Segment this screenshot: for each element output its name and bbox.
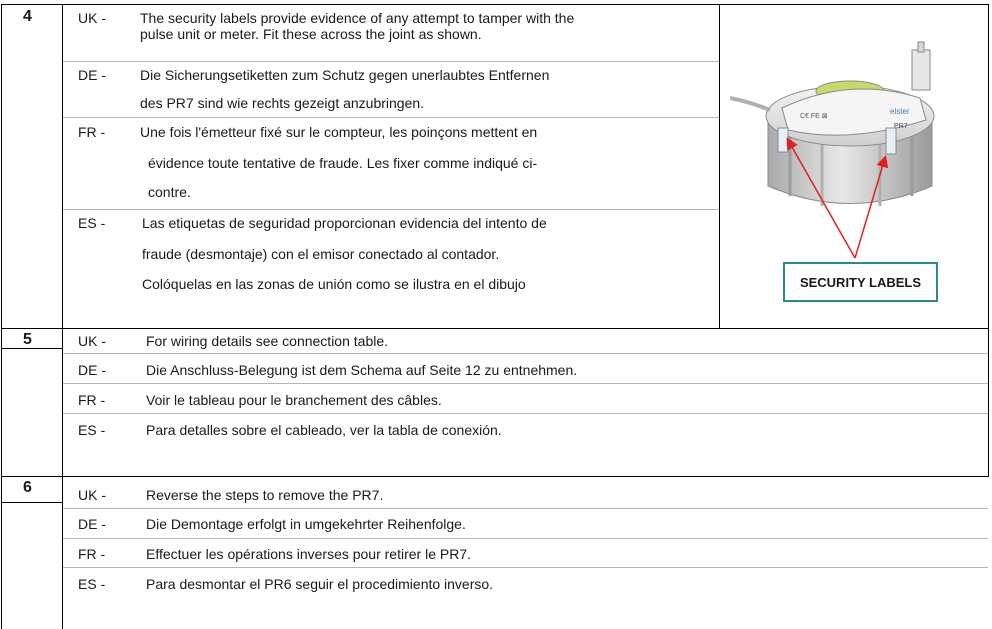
step-5-number-cell-bottom xyxy=(1,348,62,349)
language-code-de: DE - xyxy=(78,67,106,83)
language-code-uk: UK - xyxy=(78,333,106,349)
svg-text:PR7: PR7 xyxy=(894,123,908,130)
number-column-divider xyxy=(62,4,63,629)
step-4-fr-text: contre. xyxy=(148,184,191,200)
step-5-separator xyxy=(63,353,988,354)
step-6-de-text: Die Demontage erfolgt in umgekehrter Rei… xyxy=(146,516,466,532)
step-4-fr-text: évidence toute tentative de fraude. Les … xyxy=(148,155,538,171)
step-4-separator xyxy=(63,209,719,210)
step-4-uk-text: pulse unit or meter. Fit these across th… xyxy=(140,26,482,42)
step-4-uk-text: The security labels provide evidence of … xyxy=(140,10,575,26)
step-6-separator xyxy=(63,567,988,568)
step-4-fr-text: Une fois l'émetteur fixé sur le compteur… xyxy=(140,124,538,140)
step-6-separator xyxy=(63,508,988,509)
step-6-separator xyxy=(63,538,988,539)
step-4-separator xyxy=(63,117,719,118)
step-6-fr-text: Effectuer les opérations inverses pour r… xyxy=(146,546,472,562)
table-top-border xyxy=(1,4,989,5)
language-code-de: DE - xyxy=(78,362,106,378)
step-4-de-text: des PR7 sind wie rechts gezeigt anzubrin… xyxy=(140,95,425,111)
step-4-es-text: Colóquelas en las zonas de unión como se… xyxy=(142,276,526,292)
security-labels-callout: SECURITY LABELS xyxy=(783,262,938,302)
table-right-border xyxy=(988,4,989,476)
step-number: 6 xyxy=(23,479,32,496)
step-number: 5 xyxy=(23,331,32,348)
step-6-number-cell-bottom xyxy=(1,502,62,503)
security-labels-text: SECURITY LABELS xyxy=(799,274,922,290)
svg-text:elster: elster xyxy=(890,107,910,116)
language-code-fr: FR - xyxy=(78,392,106,408)
step-5-separator xyxy=(63,383,988,384)
pr7-device-illustration: C€ FE ⊠ elster PR7 xyxy=(730,41,935,206)
row-divider-4-5 xyxy=(1,328,989,329)
language-code-es: ES - xyxy=(78,215,106,231)
step-4-separator xyxy=(63,61,719,62)
table-left-border xyxy=(1,4,2,629)
row-divider-5-6 xyxy=(1,476,989,477)
language-code-uk: UK - xyxy=(78,10,106,26)
step-5-separator xyxy=(63,413,988,414)
step-4-es-text: fraude (desmontaje) con el emisor conect… xyxy=(142,246,500,262)
step-4-de-text: Die Sicherungsetiketten zum Schutz gegen… xyxy=(140,67,550,83)
language-code-es: ES - xyxy=(78,576,106,592)
step-5-uk-text: For wiring details see connection table. xyxy=(146,333,389,349)
step-5-fr-text: Voir le tableau pour le branchement des … xyxy=(146,392,442,408)
step-5-es-text: Para detalles sobre el cableado, ver la … xyxy=(146,422,502,438)
step-4-es-text: Las etiquetas de seguridad proporcionan … xyxy=(142,215,547,231)
language-code-uk: UK - xyxy=(78,487,106,503)
language-code-fr: FR - xyxy=(78,124,106,140)
language-code-es: ES - xyxy=(78,422,106,438)
step-number: 4 xyxy=(23,8,32,25)
svg-text:C€ FE ⊠: C€ FE ⊠ xyxy=(800,113,828,120)
step-5-de-text: Die Anschluss-Belegung ist dem Schema au… xyxy=(146,362,578,378)
step-6-es-text: Para desmontar el PR6 seguir el procedim… xyxy=(146,576,494,592)
step-6-uk-text: Reverse the steps to remove the PR7. xyxy=(146,487,384,503)
language-code-de: DE - xyxy=(78,516,106,532)
language-code-fr: FR - xyxy=(78,546,106,562)
image-column-divider xyxy=(719,4,720,328)
callout-arrows xyxy=(786,137,889,259)
